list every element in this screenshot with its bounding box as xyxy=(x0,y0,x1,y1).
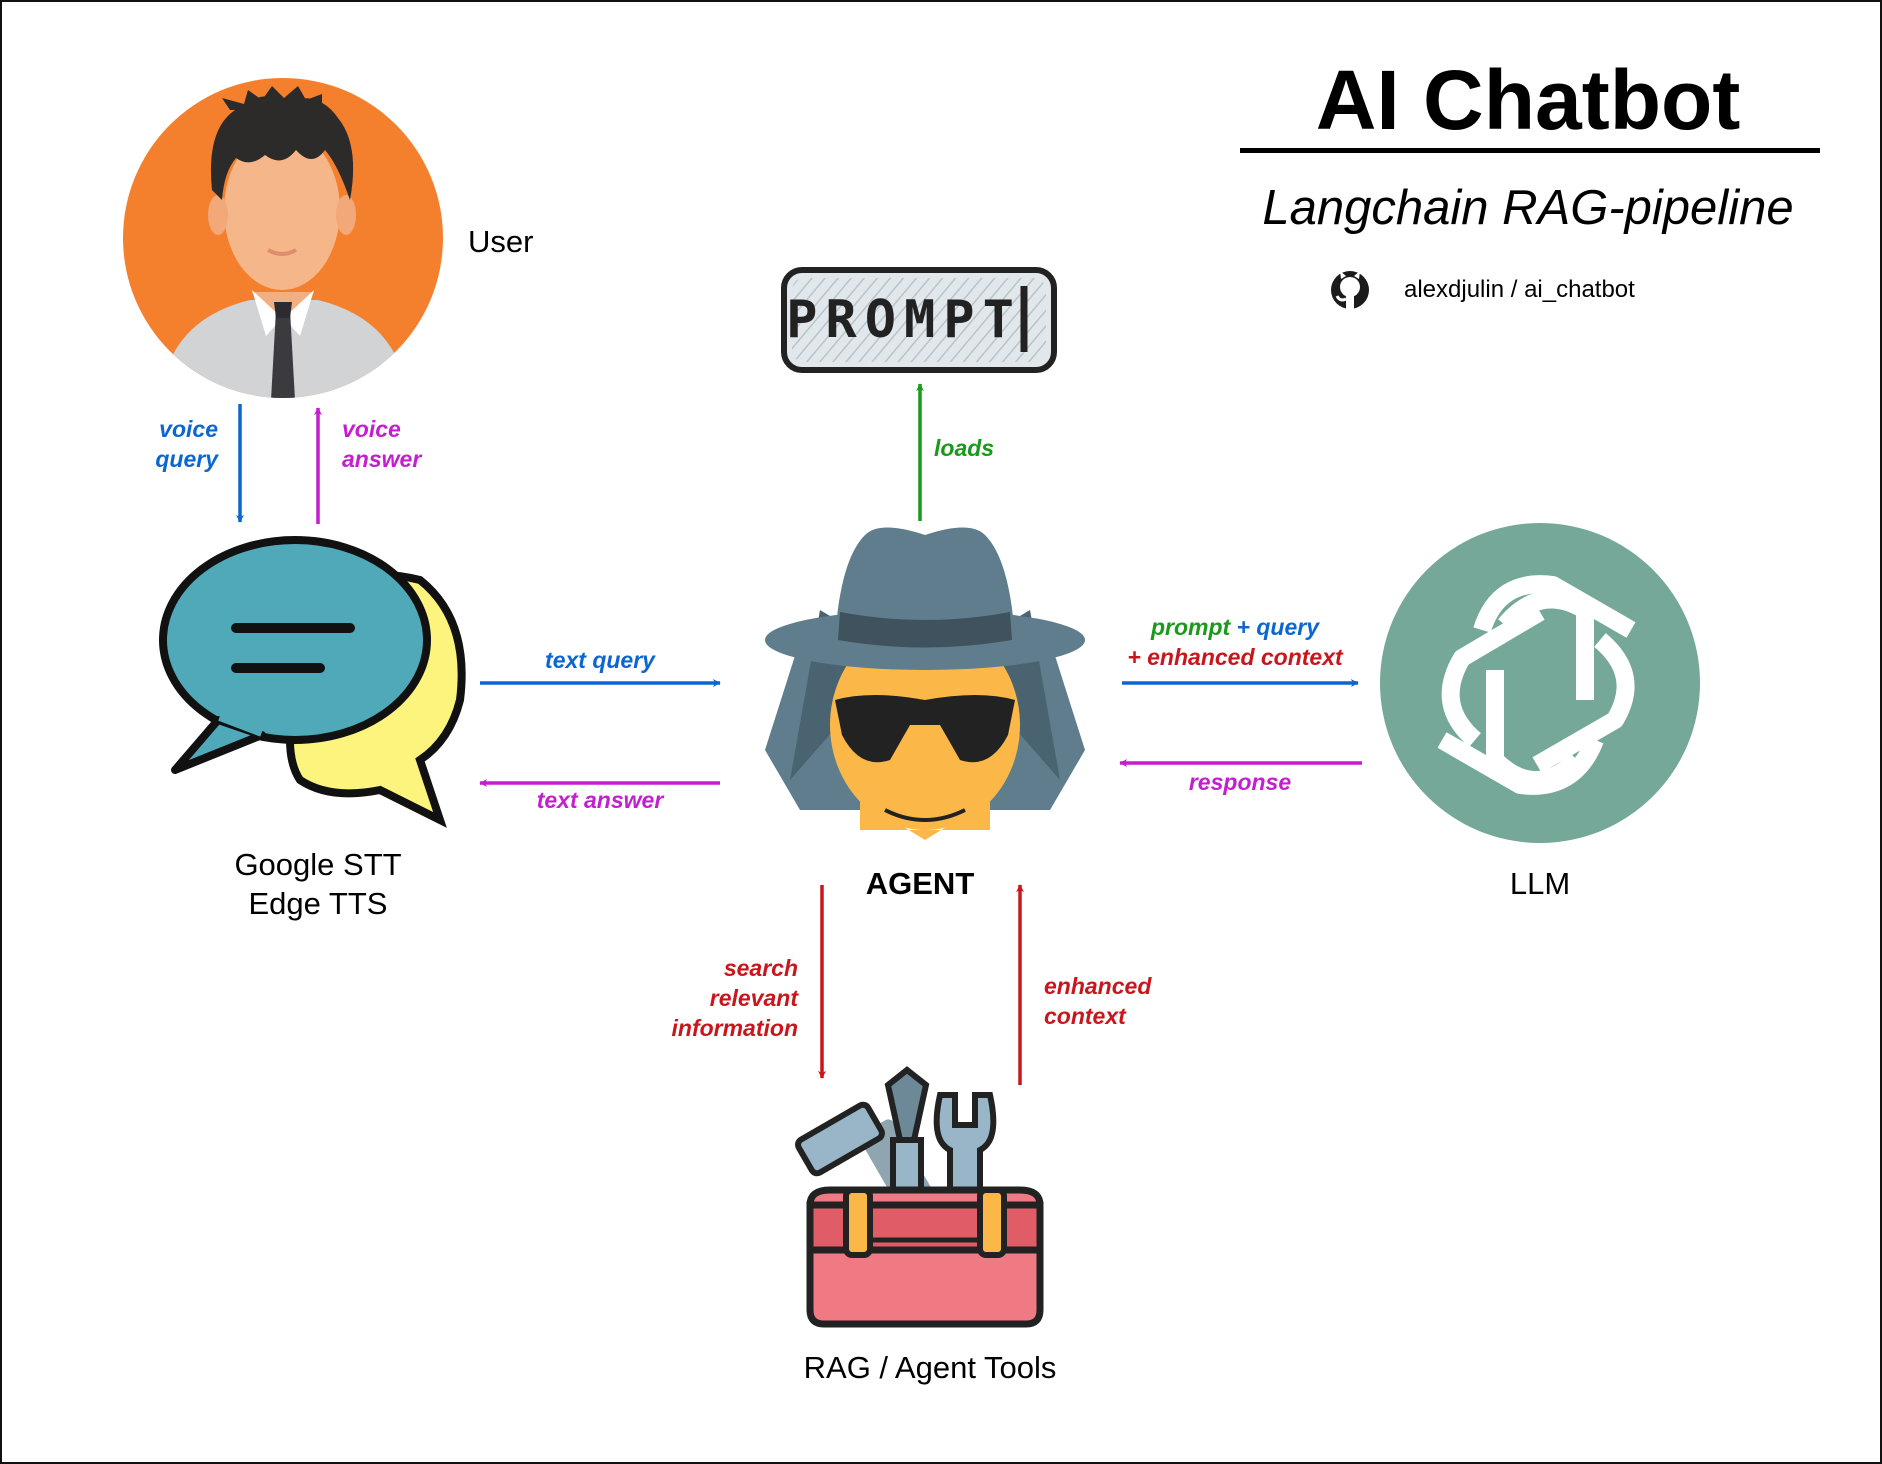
edge-voice-answer-line1: voice xyxy=(342,416,401,442)
edge-response: response xyxy=(1188,769,1292,795)
speech-bubbles-icon xyxy=(159,536,466,828)
tools-label: RAG / Agent Tools xyxy=(803,1350,1057,1385)
speech-label-line2: Edge TTS xyxy=(248,886,388,921)
llm-label: LLM xyxy=(1509,866,1571,901)
edge-query-part: + query xyxy=(1230,614,1320,640)
spy-agent-icon xyxy=(765,527,1085,840)
github-icon xyxy=(1331,271,1369,309)
edge-enhanced-line1: enhanced xyxy=(1044,973,1152,999)
edge-text-answer: text answer xyxy=(536,787,664,813)
openai-logo-icon xyxy=(1380,523,1700,843)
page-subtitle: Langchain RAG-pipeline xyxy=(1262,181,1794,235)
prompt-text: PROMPT xyxy=(786,290,1022,350)
title-underline xyxy=(1240,148,1820,153)
speech-label-line1: Google STT xyxy=(234,847,402,882)
prompt-sign-icon xyxy=(781,267,1057,373)
edge-text-query: text query xyxy=(545,647,655,673)
repo-link[interactable]: alexdjulin / ai_chatbot xyxy=(1404,276,1635,303)
user-avatar-icon xyxy=(123,78,443,398)
edge-prompt-part: prompt xyxy=(1150,614,1231,640)
user-label: User xyxy=(468,224,534,259)
edge-prompt-query-line1: prompt + query xyxy=(1100,612,1370,642)
edge-voice-query-line2: query xyxy=(155,446,218,472)
edge-search-line3: information xyxy=(671,1015,799,1041)
edge-loads: loads xyxy=(934,435,995,461)
edge-search-line2: relevant xyxy=(709,985,798,1011)
edge-voice-query-line1: voice xyxy=(159,416,218,442)
edge-prompt-query-line2: + enhanced context xyxy=(1127,644,1343,670)
agent-label: AGENT xyxy=(865,866,975,901)
edge-enhanced-line2: context xyxy=(1044,1003,1126,1029)
edge-voice-answer-line2: answer xyxy=(342,446,422,472)
toolbox-icon xyxy=(795,1066,1044,1328)
edge-search-line1: search xyxy=(723,955,798,981)
page-title: AI Chatbot xyxy=(1315,53,1741,147)
